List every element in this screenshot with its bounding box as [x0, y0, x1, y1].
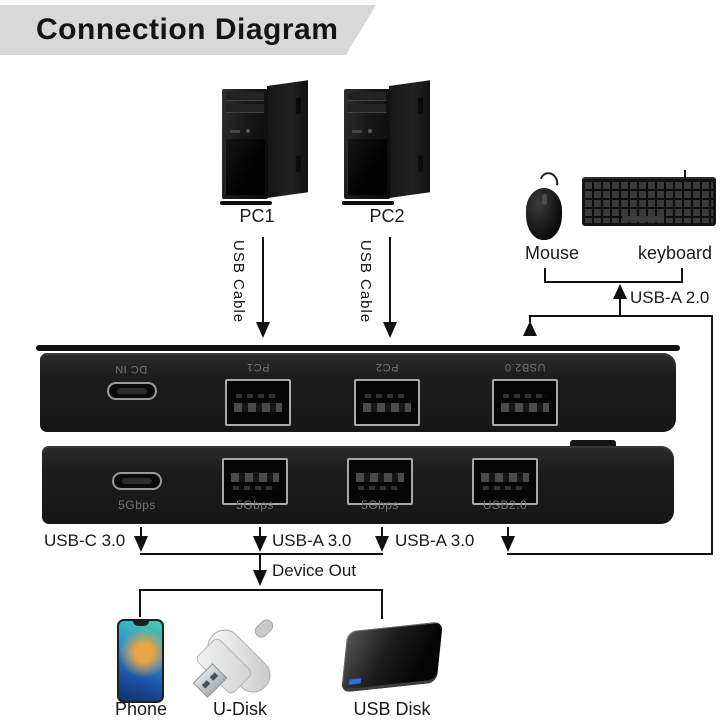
- connector-line: [507, 527, 509, 536]
- connector-line: [381, 591, 383, 619]
- connector-line: [259, 527, 261, 536]
- front-usb-c-port: [112, 472, 162, 490]
- arrowhead-up-to-peripherals: [613, 284, 627, 299]
- connector-line: [140, 527, 142, 536]
- pc1-usb-a-port: [225, 379, 291, 426]
- usb-disk-label: USB Disk: [353, 699, 431, 719]
- usb-disk-port: [348, 678, 362, 685]
- pc1-label: PC1: [239, 206, 275, 226]
- connector-line: [139, 589, 383, 591]
- usb-a-2-label: USB-A 2.0: [630, 288, 710, 307]
- tower-base: [342, 201, 394, 205]
- power-buttons: [352, 129, 382, 133]
- connector-line: [619, 297, 621, 317]
- power-buttons: [230, 129, 260, 133]
- arrowhead-down-from-front-usb2: [501, 536, 515, 552]
- connector-line: [139, 591, 141, 617]
- front-panel: [225, 139, 265, 195]
- vent: [296, 97, 301, 114]
- switch-back-panel: DC IN PC1 PC2 USB2.0: [40, 353, 676, 432]
- cable-line-2: [389, 237, 391, 324]
- connector-line: [544, 281, 683, 283]
- usb-disk-image: [336, 621, 448, 697]
- connector-line: [711, 317, 713, 555]
- arrowhead-down-device-out: [253, 570, 267, 586]
- keyboard-label: keyboard: [637, 243, 713, 263]
- keyboard-image: [582, 170, 716, 226]
- front-usb2-port-label: USB2.0: [482, 498, 528, 512]
- usb-cable-label-2: USB Cable: [357, 240, 374, 324]
- arrowhead-up-from-back-usb2: [523, 321, 537, 336]
- vent: [418, 97, 423, 114]
- cable-line-1: [262, 237, 264, 324]
- connector-line: [140, 553, 383, 555]
- usb-c-3-label: USB-C 3.0: [44, 531, 126, 550]
- front-usb-a-port-2-label: 5Gbps: [361, 498, 399, 512]
- pc1-tower-image: [218, 80, 310, 205]
- phone-image: [117, 619, 164, 703]
- tower-base: [220, 201, 272, 205]
- keyboard-spacebar: [622, 216, 664, 222]
- title-banner: Connection Diagram: [0, 5, 376, 55]
- usb-disk-body: [341, 621, 443, 693]
- front-usb-a-port-2: [347, 458, 413, 505]
- cable-arrowhead-1: [256, 322, 270, 338]
- front-usb-a-port-1: [222, 458, 288, 505]
- connector-line: [529, 315, 713, 317]
- connector-line: [507, 553, 713, 555]
- front-usb-a-port-1-label: 5Gbps: [236, 498, 274, 512]
- connector-line: [681, 268, 683, 283]
- mouse-scroll-wheel: [542, 194, 547, 205]
- phone-label: Phone: [114, 699, 168, 719]
- mouse-label: Mouse: [524, 243, 580, 263]
- phone-notch: [132, 621, 149, 626]
- vent: [418, 155, 423, 172]
- drive-bay: [226, 92, 264, 101]
- connector-line: [381, 527, 383, 536]
- pc-tower-side: [267, 80, 308, 198]
- switch-top-lid: [36, 345, 680, 351]
- udisk-image: [192, 612, 288, 704]
- page-title: Connection Diagram: [36, 13, 339, 46]
- pc1-port-label: PC1: [246, 361, 270, 373]
- arrowhead-down-usb-c: [134, 536, 148, 552]
- cable-arrowhead-2: [383, 322, 397, 338]
- pc-tower-side: [389, 80, 430, 198]
- switch-front-panel: 5Gbps 5Gbps 5Gbps USB2.0: [42, 440, 674, 524]
- arrowhead-down-usb-a-2: [375, 536, 389, 552]
- udisk-label: U-Disk: [213, 699, 267, 719]
- arrowhead-down-usb-a-1: [253, 536, 267, 552]
- usb-a-3-label-1: USB-A 3.0: [272, 531, 352, 550]
- pc-tower-front: [344, 89, 390, 199]
- drive-bay: [348, 92, 386, 101]
- device-out-label: Device Out: [272, 561, 357, 580]
- connector-line: [529, 315, 531, 322]
- connector-line: [259, 555, 261, 570]
- keyboard-cable: [684, 170, 686, 179]
- udisk-usb-c-tip: [252, 616, 276, 641]
- front-usb-c-port-label: 5Gbps: [118, 498, 156, 512]
- pc2-usb-a-port: [354, 379, 420, 426]
- switch-button: [570, 440, 616, 446]
- usb-a-3-label-2: USB-A 3.0: [395, 531, 475, 550]
- pc2-label: PC2: [369, 206, 405, 226]
- front-usb2-port: [472, 458, 538, 505]
- drive-bay: [348, 104, 386, 113]
- connector-line: [544, 268, 546, 283]
- mouse-image: [526, 168, 566, 242]
- keyboard-keys: [585, 182, 713, 223]
- front-panel: [347, 139, 387, 195]
- back-usb2-port-label: USB2.0: [504, 361, 546, 373]
- vent: [296, 155, 301, 172]
- drive-bay: [226, 104, 264, 113]
- dc-in-usb-c-port: [107, 382, 157, 400]
- pc2-port-label: PC2: [375, 361, 399, 373]
- dc-in-port-label: DC IN: [114, 363, 148, 375]
- back-usb2-usb-a-port: [492, 379, 558, 426]
- usb-cable-label-1: USB Cable: [230, 240, 247, 324]
- pc-tower-front: [222, 89, 268, 199]
- pc2-tower-image: [340, 80, 432, 205]
